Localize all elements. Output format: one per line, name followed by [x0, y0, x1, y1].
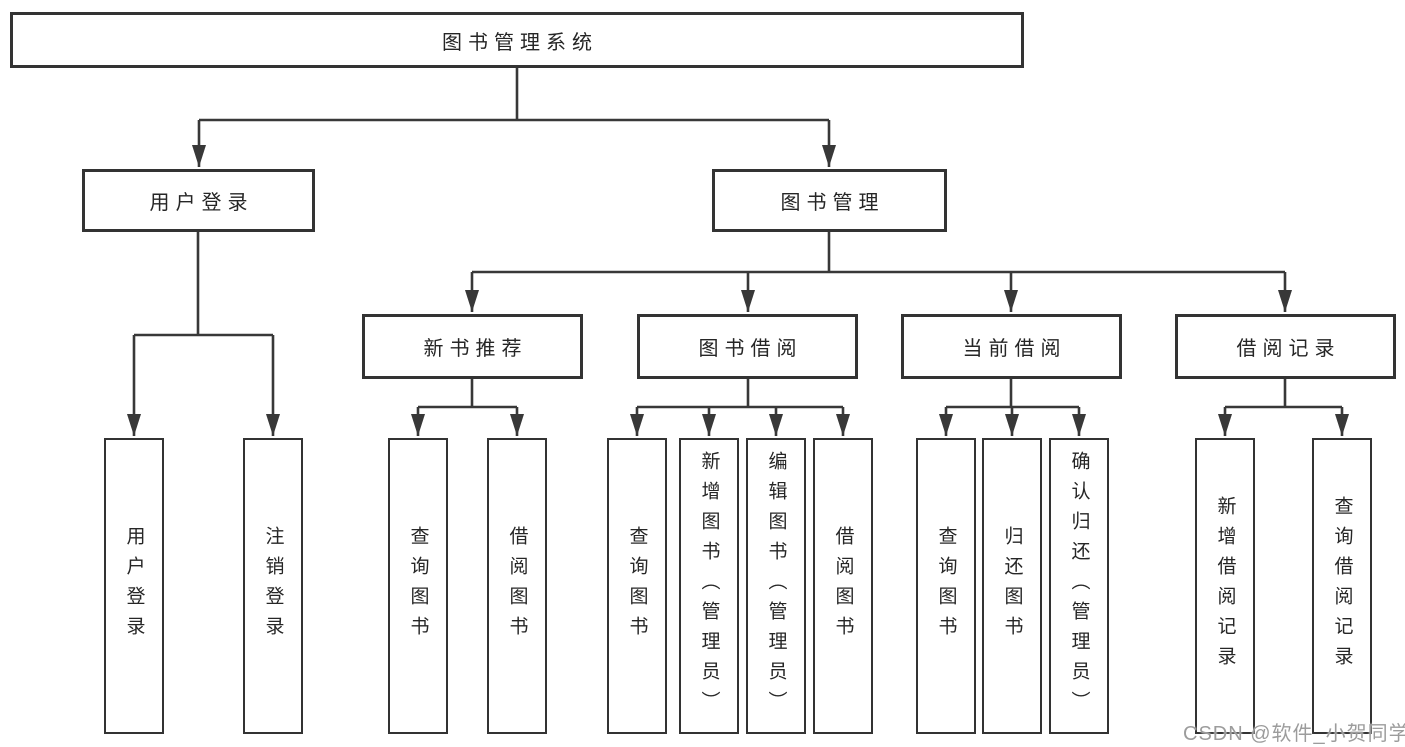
node-borrow-records: 借阅记录: [1175, 314, 1396, 379]
node-label: 查询借阅记录: [1331, 496, 1353, 676]
node-label: 新增借阅记录: [1214, 496, 1236, 676]
node-leaf-borrow-books: 借阅图书: [813, 438, 873, 734]
node-leaf-confirm-return-admin: 确认归还（管理员）: [1049, 438, 1109, 734]
node-leaf-query-books-recommend: 查询图书: [388, 438, 448, 734]
node-leaf-logout: 注销登录: [243, 438, 303, 734]
node-label: 注销登录: [262, 526, 284, 646]
node-label: 借阅图书: [506, 526, 528, 646]
node-leaf-query-borrow-record: 查询借阅记录: [1312, 438, 1372, 734]
node-label: 查询图书: [935, 526, 957, 646]
node-leaf-return-book: 归还图书: [982, 438, 1042, 734]
node-leaf-add-book-admin: 新增图书（管理员）: [679, 438, 739, 734]
node-leaf-edit-book-admin: 编辑图书（管理员）: [746, 438, 806, 734]
node-label: 查询图书: [626, 526, 648, 646]
node-leaf-query-books-current: 查询图书: [916, 438, 976, 734]
node-leaf-add-borrow-record: 新增借阅记录: [1195, 438, 1255, 734]
node-label: 查询图书: [407, 526, 429, 646]
node-new-book-recommend: 新书推荐: [362, 314, 583, 379]
node-leaf-query-books-borrowing: 查询图书: [607, 438, 667, 734]
node-book-borrowing: 图书借阅: [637, 314, 858, 379]
node-current-borrowing: 当前借阅: [901, 314, 1122, 379]
node-label: 归还图书: [1001, 526, 1023, 646]
node-label: 编辑图书（管理员）: [765, 451, 787, 721]
node-label: 用户登录: [123, 526, 145, 646]
node-label: 确认归还（管理员）: [1068, 451, 1090, 721]
node-leaf-borrow-books-recommend: 借阅图书: [487, 438, 547, 734]
node-user-login: 用户登录: [82, 169, 315, 232]
node-label: 新增图书（管理员）: [698, 451, 720, 721]
node-library-system: 图书管理系统: [10, 12, 1024, 68]
node-leaf-user-login: 用户登录: [104, 438, 164, 734]
node-book-management: 图书管理: [712, 169, 947, 232]
node-label: 借阅图书: [832, 526, 854, 646]
csdn-watermark: CSDN @软件_小贺同学: [1183, 723, 1405, 745]
